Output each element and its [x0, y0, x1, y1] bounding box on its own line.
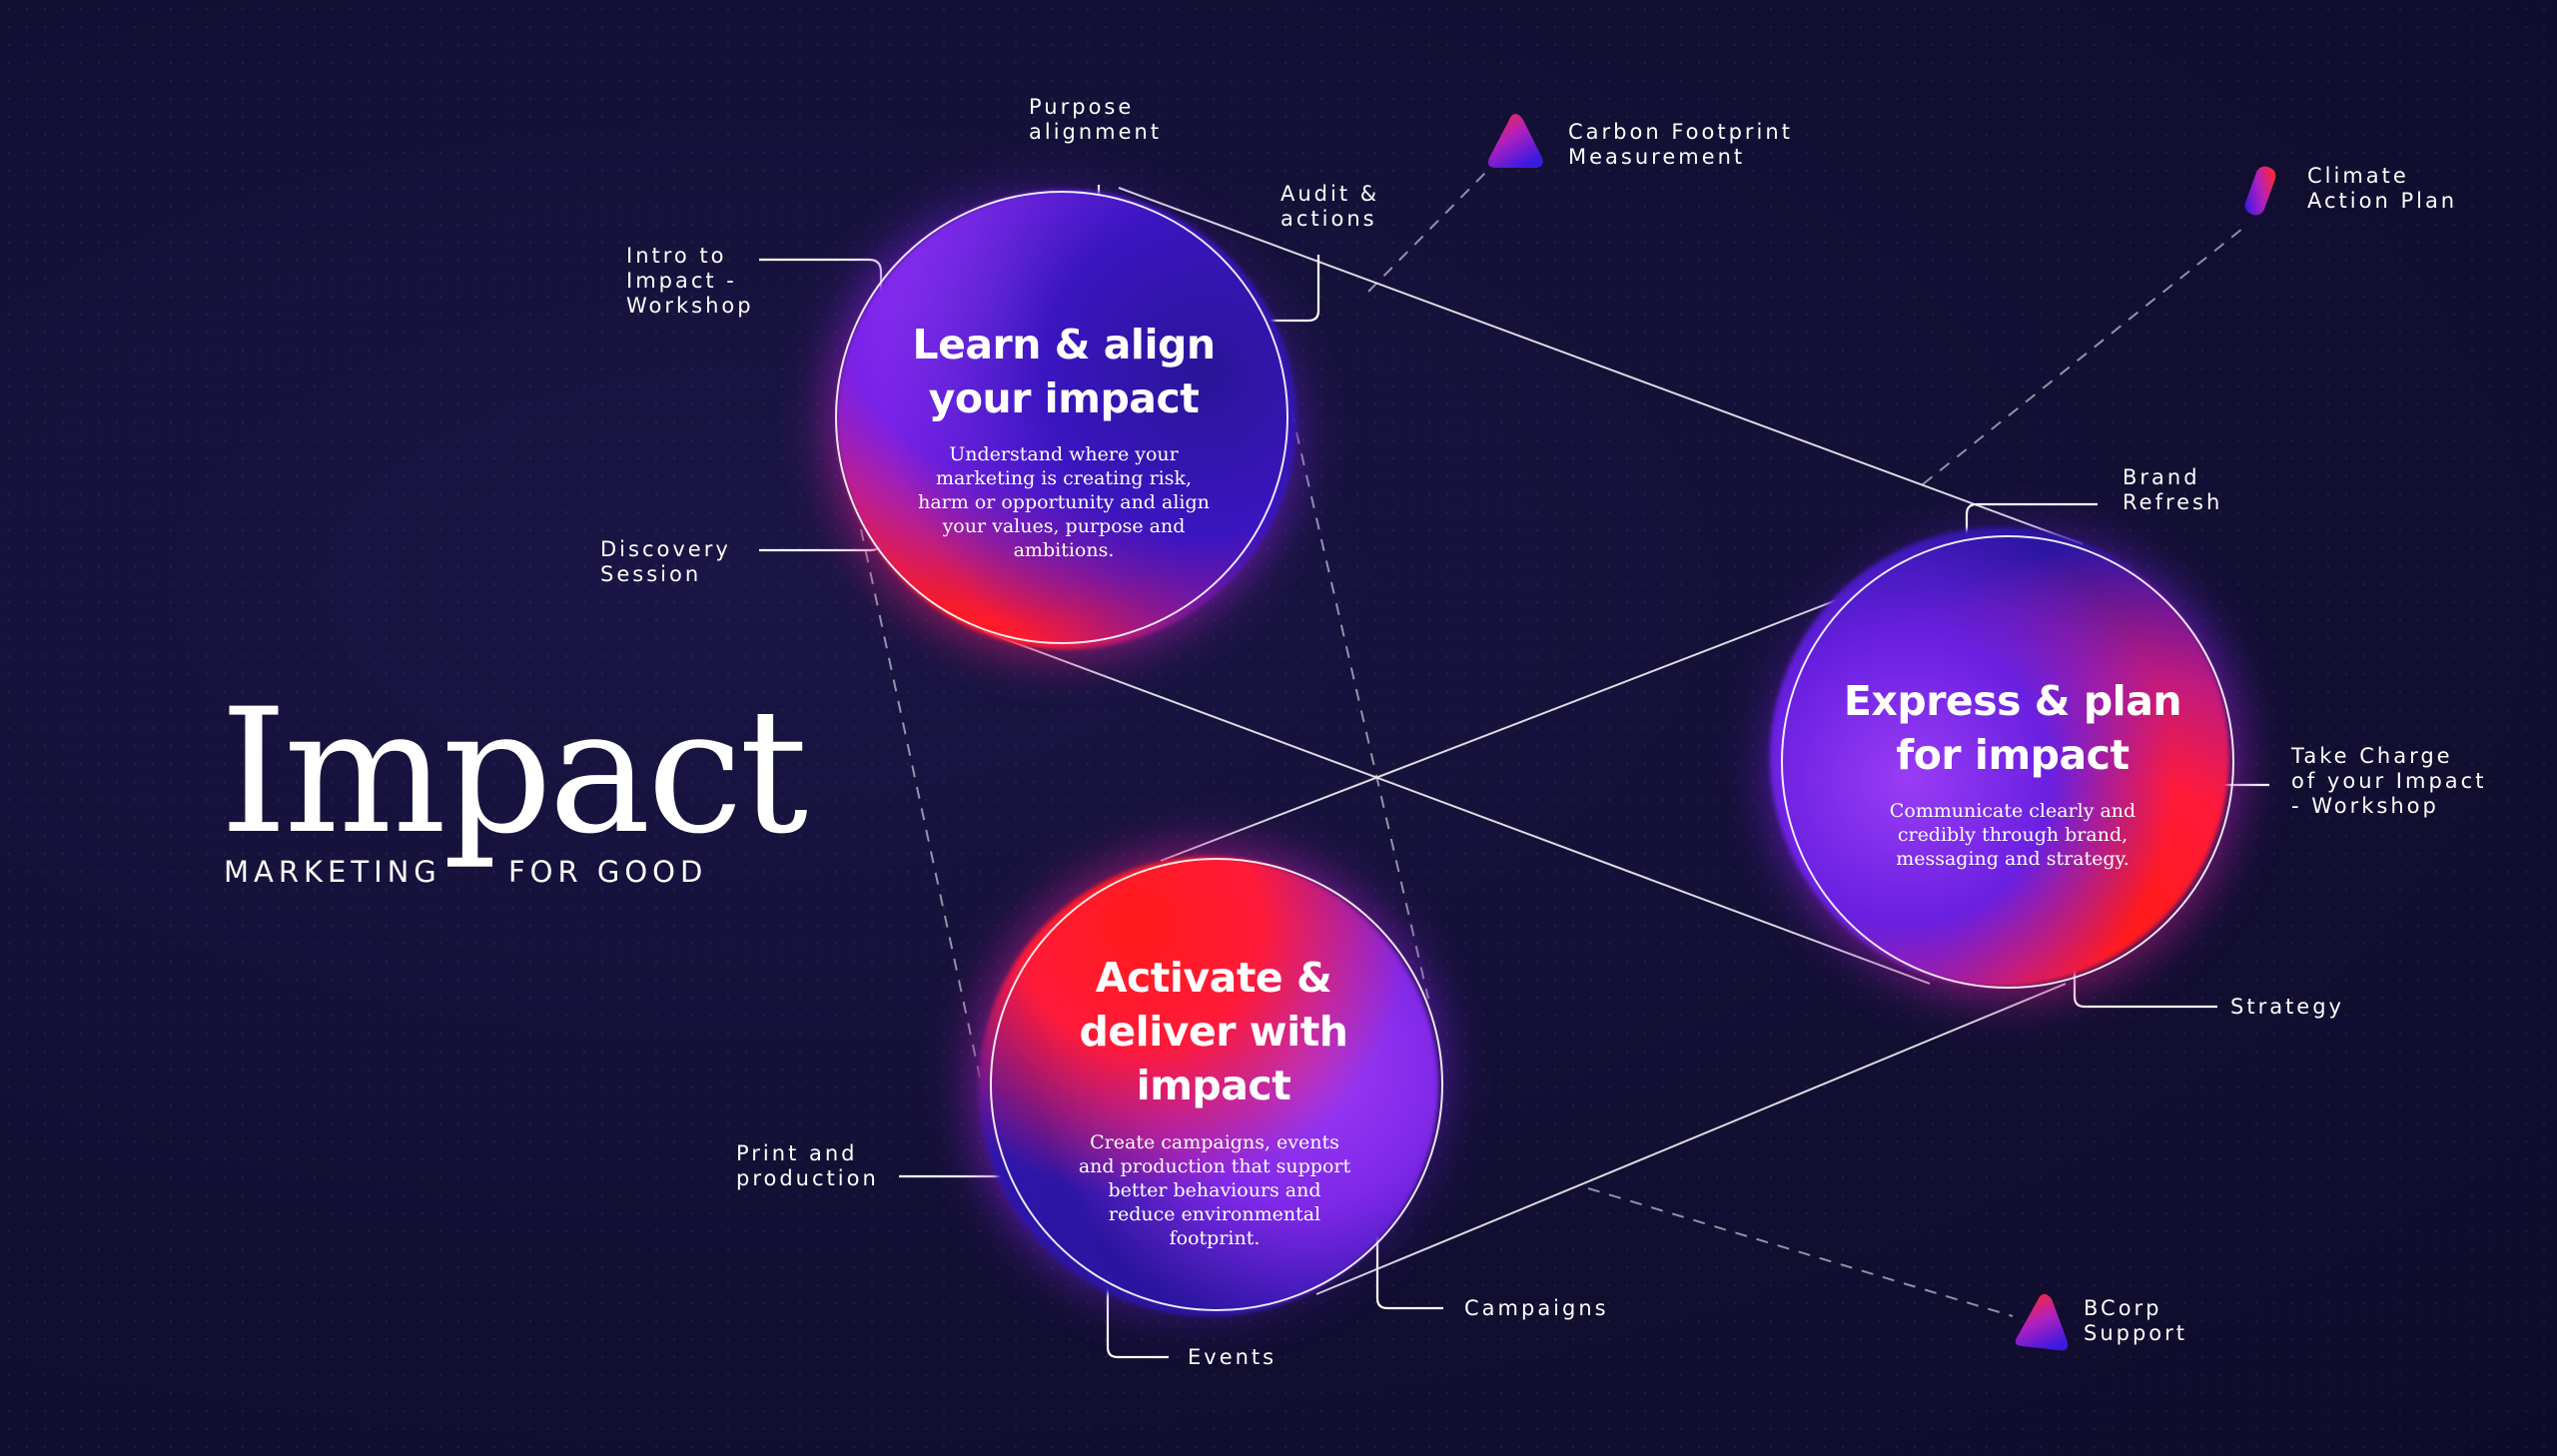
- express-orb-outline: [1781, 535, 2234, 989]
- dash-express-climate: [1922, 224, 2248, 485]
- learn-orb: [837, 190, 1296, 649]
- leader-audit: [1225, 255, 1320, 323]
- dash-learn-activate-right: [1285, 388, 1429, 1000]
- label-events: Events: [1188, 1345, 1278, 1369]
- link-learn-to-express-bottom: [983, 630, 1931, 985]
- bcorp-triangle-icon: [2015, 1293, 2069, 1351]
- label-purpose-alignment: Purpose alignment: [1029, 95, 1163, 144]
- express-title-line2: for impact: [1896, 731, 2130, 779]
- brand-subtitle-left: MARKETING: [224, 855, 441, 889]
- leader-brand: [1965, 502, 2098, 571]
- label-discovery-session: Discovery Session: [600, 537, 731, 586]
- label-audit-actions: Audit & actions: [1280, 182, 1380, 231]
- activate-orb-outline: [990, 858, 1443, 1311]
- link-learn-to-express-top: [1118, 187, 2084, 545]
- outcome-climate-action: Climate Action Plan: [2307, 164, 2458, 213]
- leader-events: [1106, 1257, 1169, 1359]
- label-campaigns: Campaigns: [1464, 1296, 1609, 1320]
- outcome-carbon-footprint: Carbon Footprint Measurement: [1568, 120, 1793, 169]
- activate-title-line2: deliver with: [1079, 1008, 1348, 1056]
- label-brand-refresh: Brand Refresh: [2123, 465, 2223, 514]
- activate-description: Create campaigns, events and production …: [1078, 1131, 1351, 1249]
- brand-title: Impact: [220, 671, 808, 872]
- learn-title-line1: Learn & align: [912, 321, 1216, 368]
- dash-activate-bcorp: [1587, 1187, 2014, 1317]
- activate-title: Activate & deliver with impact: [1029, 951, 1398, 1112]
- brand-subtitle-right: FOR GOOD: [508, 855, 708, 889]
- learn-title-line2: your impact: [928, 374, 1200, 422]
- carbon-triangle-icon: [1487, 114, 1543, 168]
- label-print-production: Print and production: [736, 1141, 879, 1190]
- outcome-bcorp: BCorp Support: [2084, 1296, 2188, 1345]
- climate-pill-icon: [2244, 166, 2276, 216]
- leader-strategy: [2073, 937, 2217, 1009]
- activate-title-line1: Activate &: [1095, 954, 1332, 1002]
- express-title-line1: Express & plan: [1843, 677, 2182, 725]
- label-intro-workshop: Intro to Impact - Workshop: [626, 244, 754, 318]
- link-activate-to-express-bottom: [1315, 983, 2067, 1295]
- label-take-charge: Take Charge of your Impact - Workshop: [2291, 744, 2487, 818]
- activate-orb: [979, 857, 1438, 1316]
- express-description: Communicate clearly and credibly through…: [1889, 800, 2136, 870]
- express-title: Express & plan for impact: [1818, 674, 2207, 782]
- dash-learn-carbon: [1367, 169, 1489, 293]
- leader-campaigns: [1375, 1189, 1443, 1310]
- learn-orb-outline: [835, 191, 1288, 644]
- activate-title-line3: impact: [1136, 1062, 1291, 1109]
- label-strategy: Strategy: [2230, 995, 2344, 1019]
- learn-title: Learn & align your impact: [879, 318, 1249, 425]
- learn-description: Understand where your marketing is creat…: [918, 443, 1210, 561]
